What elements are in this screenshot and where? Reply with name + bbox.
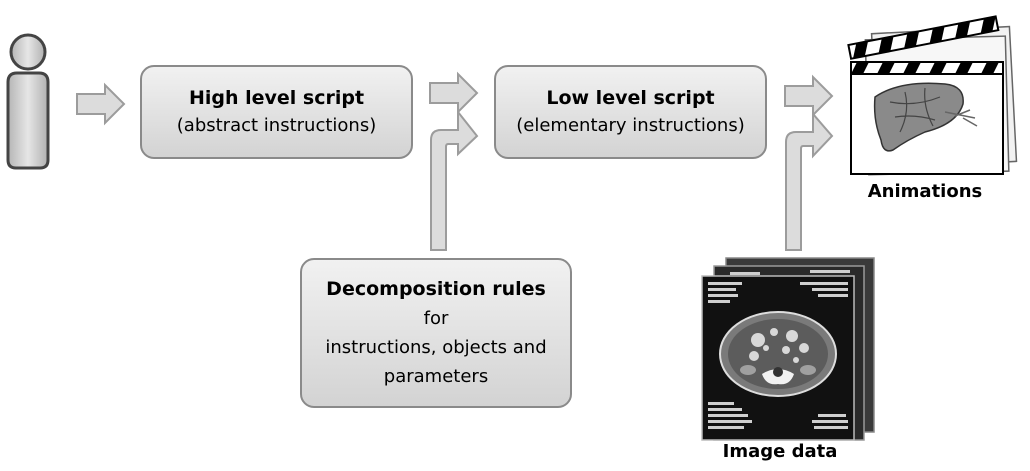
animations-caption: Animations: [867, 181, 983, 202]
clapperboard-liver-icon: [847, 15, 1018, 176]
decomposition-rules-title: Decomposition rules: [326, 278, 546, 300]
high-level-script-subtitle: (abstract instructions): [176, 115, 377, 136]
image-data-caption: Image data: [722, 441, 838, 462]
decomposition-rules-box: Decomposition rules for instructions, ob…: [300, 258, 572, 408]
decomposition-rules-line: instructions, objects and: [325, 337, 547, 358]
decomposition-rules-line: parameters: [383, 366, 489, 387]
high-level-script-box: High level script (abstract instructions…: [140, 65, 413, 159]
arrow-high-to-low: [429, 71, 479, 115]
low-level-script-subtitle: (elementary instructions): [516, 115, 745, 136]
arrow-low-to-animations: [784, 74, 834, 118]
low-level-script-title: Low level script: [546, 87, 715, 109]
low-level-script-box: Low level script (elementary instruction…: [494, 65, 767, 159]
high-level-script-title: High level script: [188, 87, 365, 109]
decomposition-rules-line: for: [423, 308, 449, 329]
arrow-decomposition-to-low: [430, 109, 479, 251]
person-icon: [6, 33, 50, 170]
ct-scan-stack-icon: [701, 257, 875, 441]
arrow-image-to-animations: [785, 111, 834, 251]
arrow-user-to-high: [76, 82, 126, 126]
